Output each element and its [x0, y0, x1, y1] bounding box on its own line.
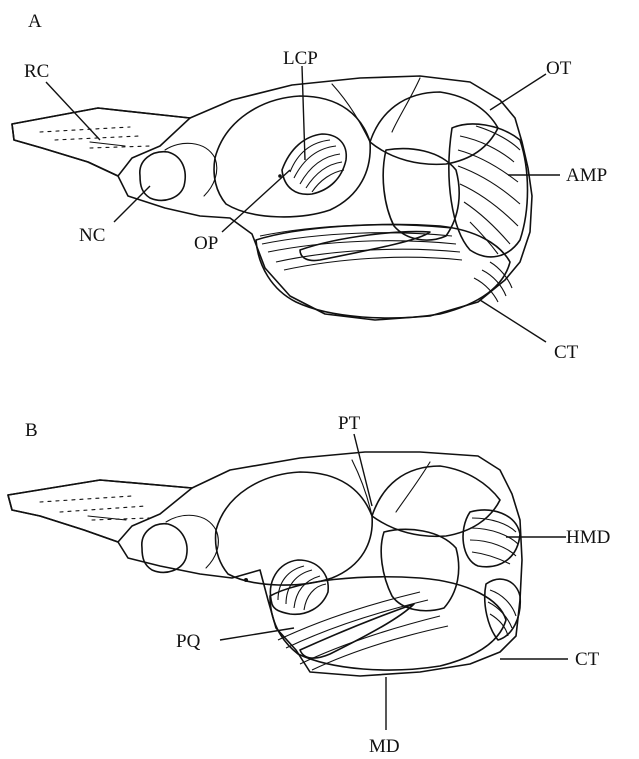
op-leader-a [222, 170, 290, 232]
label-ot: OT [546, 58, 572, 79]
adductor-muscle-a [449, 124, 528, 257]
label-pq: PQ [176, 631, 201, 652]
label-amp: AMP [566, 165, 607, 186]
panel-b: B [8, 413, 610, 757]
ct-muscle-a [474, 262, 512, 302]
levator-muscle-a [282, 134, 346, 194]
rc-leader-a [46, 82, 100, 140]
nasal-capsule-a [140, 152, 185, 201]
nc-leader-a [114, 186, 150, 222]
label-pt: PT [338, 413, 361, 434]
hmd-muscle-b [463, 510, 520, 567]
label-lcp: LCP [283, 48, 318, 69]
otic-region-b [372, 466, 500, 536]
panel-b-letter: B [25, 420, 38, 441]
label-ct-b: CT [575, 649, 600, 670]
panel-a-letter: A [28, 11, 42, 32]
lcp-leader-a [302, 66, 305, 160]
rostrum-a-texture [40, 127, 150, 148]
label-md: MD [369, 736, 400, 757]
ot-leader-a [490, 74, 546, 110]
jaw-muscle-b [278, 592, 448, 670]
label-rc: RC [24, 61, 49, 82]
ct-muscle-b [485, 579, 521, 640]
rostrum-a [12, 108, 190, 176]
label-op: OP [194, 233, 218, 254]
label-hmd: HMD [566, 527, 610, 548]
label-ct-a: CT [554, 342, 579, 363]
orbital-region-b [216, 472, 373, 585]
rostrum-b [8, 480, 192, 542]
ct-leader-a [480, 300, 546, 342]
rostrum-b-texture [40, 496, 150, 520]
nasal-capsule-b [142, 524, 187, 573]
pq-muscle-b [270, 560, 328, 614]
label-nc: NC [79, 225, 105, 246]
skull-b-outline [8, 452, 522, 676]
panel-a: A [12, 11, 607, 363]
